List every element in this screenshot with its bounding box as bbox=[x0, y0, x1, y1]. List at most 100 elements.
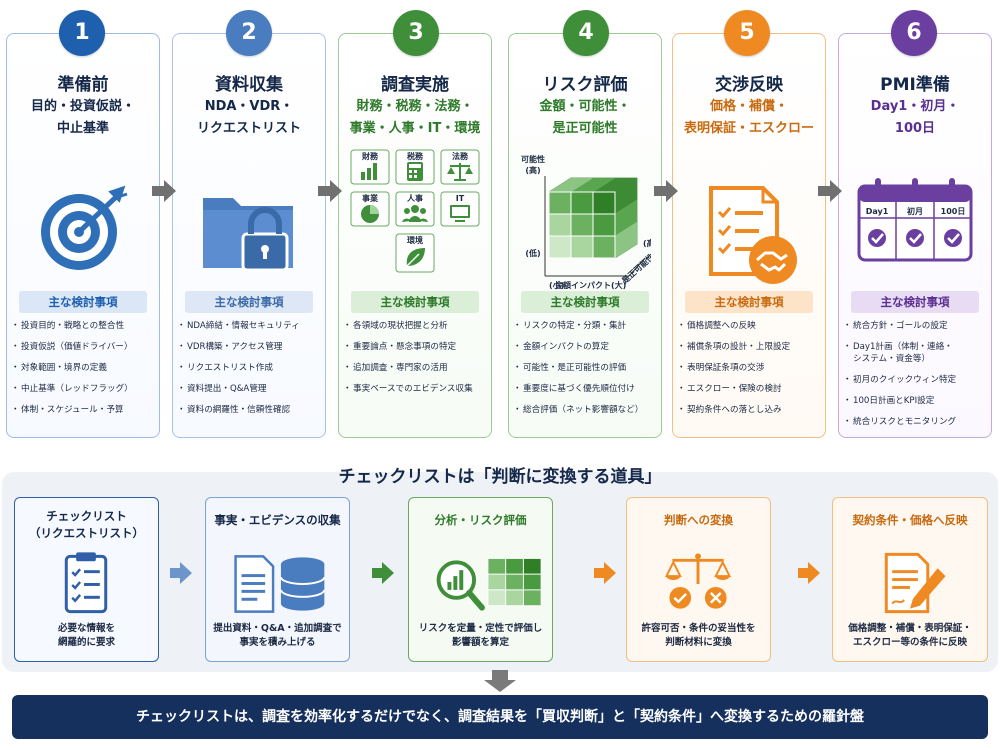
list-item: 価格調整への反映 bbox=[677, 320, 821, 332]
step-subtitle-line: 価格・補償・ bbox=[709, 99, 788, 114]
list-item: 表明保証条項の交渉 bbox=[677, 362, 821, 374]
flow-box-judgement: 判断への変換 許容可否・条件の妥当性を 判断材料に変換 bbox=[626, 497, 771, 662]
key-topics-heading: 主な検討事項 bbox=[851, 291, 979, 313]
tile-business: 事業 bbox=[350, 191, 390, 227]
tile-environment: 環境 bbox=[395, 233, 435, 273]
list-item: VDR構築・アクセス管理 bbox=[177, 341, 321, 353]
step-card-4: リスク評価 金額・可能性・ 是正可能性 可能性 (高) (低) (小) 金額イン… bbox=[508, 33, 662, 438]
list-item: 資料提出・Q&A管理 bbox=[177, 383, 321, 395]
flow-arrow bbox=[318, 180, 342, 202]
flow-arrow bbox=[170, 562, 192, 584]
flow-box-description: 必要な情報を 網羅的に要求 bbox=[57, 623, 115, 648]
tile-it: IT bbox=[440, 191, 480, 227]
list-item: 初月のクイックウィン特定 bbox=[843, 374, 987, 386]
step-subtitle-line: 事業・人事・IT・環境 bbox=[349, 121, 481, 136]
flow-box-contract: 契約条件・価格へ反映 価格調整・補償・表明保証・ エスクロー等の条件に反映 bbox=[832, 497, 988, 662]
step-subtitle-line: 100日 bbox=[894, 121, 936, 136]
step-subtitle-line: 中止基準 bbox=[56, 121, 109, 136]
step-subtitle-line: 是正可能性 bbox=[552, 121, 618, 136]
flow-box-title: 判断への変換 bbox=[664, 513, 733, 527]
list-item: 体制・スケジュール・予算 bbox=[11, 404, 155, 416]
step-subtitle-line: 財務・税務・法務・ bbox=[356, 99, 474, 114]
step-subtitle: 財務・税務・法務・ 事業・人事・IT・環境 bbox=[339, 96, 491, 140]
axis-label-impact-low: (小) bbox=[549, 280, 564, 290]
analysis-magnifier-icon bbox=[436, 557, 542, 611]
svg-text:税務: 税務 bbox=[407, 151, 424, 161]
step-card-6: PMI準備 Day1・初月・ 100日 Day1 初月 100日 主な検討事項 … bbox=[838, 33, 992, 438]
list-item: リスクの特定・分類・集計 bbox=[513, 320, 657, 332]
step-subtitle-line: 金額・可能性・ bbox=[539, 99, 631, 114]
svg-text:法務: 法務 bbox=[452, 151, 469, 161]
flow-arrow bbox=[654, 180, 678, 202]
list-item: 統合方針・ゴールの設定 bbox=[843, 320, 987, 332]
svg-text:環境: 環境 bbox=[407, 235, 423, 245]
target-icon bbox=[41, 185, 128, 270]
calendar-label-day1: Day1 bbox=[866, 207, 889, 216]
step-badge-4: 4 bbox=[563, 10, 609, 56]
step-subtitle: 価格・補償・ 表明保証・エスクロー bbox=[673, 96, 825, 140]
svg-text:事業: 事業 bbox=[362, 193, 379, 203]
list-item: 100日計画とKPI設定 bbox=[843, 395, 987, 407]
list-item: 事実ベースでのエビデンス収集 bbox=[343, 383, 487, 395]
step-card-3: 調査実施 財務・税務・法務・ 事業・人事・IT・環境 財務 税務 法務 bbox=[338, 33, 492, 438]
list-item: 追加調査・専門家の活用 bbox=[343, 362, 487, 374]
step-title: PMI準備 bbox=[880, 75, 950, 95]
down-arrow bbox=[484, 670, 516, 692]
flow-arrow bbox=[372, 562, 394, 584]
section-title: チェックリストは「判断に変換する道具」 bbox=[338, 467, 662, 487]
svg-text:人事: 人事 bbox=[407, 193, 423, 203]
list-item: 総合評価（ネット影響額など） bbox=[513, 404, 657, 416]
key-topics-heading: 主な検討事項 bbox=[185, 291, 313, 313]
flow-box-title: 分析・リスク評価 bbox=[434, 513, 527, 527]
flow-box-title: 契約条件・価格へ反映 bbox=[852, 513, 968, 527]
axis-label-likelihood-high: (高) bbox=[525, 165, 540, 175]
tile-legal: 法務 bbox=[440, 149, 480, 185]
step-subtitle-line: 目的・投資仮説・ bbox=[30, 99, 135, 114]
svg-text:財務: 財務 bbox=[361, 151, 379, 161]
list-item: 統合リスクとモニタリング bbox=[843, 416, 987, 428]
step-subtitle-line: Day1・初月・ bbox=[870, 99, 960, 114]
step-card-2: 資料収集 NDA・VDR・ リクエストリスト 主な検討事項 NDA締結・情報セキ… bbox=[172, 33, 326, 438]
step-title: 交渉反映 bbox=[715, 75, 783, 95]
contract-pen-icon bbox=[884, 552, 946, 614]
axis-label-likelihood-low: (低) bbox=[525, 248, 540, 258]
document-database-icon bbox=[234, 555, 326, 613]
flow-arrow bbox=[152, 180, 176, 202]
tile-tax: 税務 bbox=[395, 149, 435, 185]
key-topics-heading: 主な検討事項 bbox=[19, 291, 147, 313]
step-badge-5: 5 bbox=[724, 10, 770, 56]
step-subtitle: 目的・投資仮説・ 中止基準 bbox=[7, 96, 159, 140]
key-topics-heading: 主な検討事項 bbox=[521, 291, 649, 313]
contract-handshake-icon bbox=[709, 186, 797, 284]
list-item: リクエストリスト作成 bbox=[177, 362, 321, 374]
tile-hr: 人事 bbox=[395, 191, 435, 227]
key-topics-list: 投資目的・戦略との整合性 投資仮説（価値ドライバー） 対象範囲・境界の定義 中止… bbox=[11, 320, 155, 425]
key-topics-list: NDA締結・情報セキュリティ VDR構築・アクセス管理 リクエストリスト作成 資… bbox=[177, 320, 321, 425]
key-topics-list: 統合方針・ゴールの設定 Day1計画（体制・連絡・ システム・資金等） 初月のク… bbox=[843, 320, 987, 437]
axis-label-remediation: 是正可能性 bbox=[619, 251, 651, 286]
list-item: Day1計画（体制・連絡・ システム・資金等） bbox=[843, 341, 987, 365]
balance-scale-icon bbox=[664, 553, 732, 609]
step-title: 資料収集 bbox=[215, 75, 283, 95]
step-badge-3: 3 bbox=[393, 10, 439, 56]
checklist-clipboard-icon bbox=[64, 552, 108, 614]
list-item: 重要度に基づく優先順位付け bbox=[513, 383, 657, 395]
step-title: リスク評価 bbox=[542, 75, 628, 95]
axis-label-likelihood: 可能性 bbox=[521, 154, 545, 164]
list-item: 契約条件への落とし込み bbox=[677, 404, 821, 416]
calendar-label-100days: 100日 bbox=[941, 207, 966, 216]
list-item: 資料の網羅性・信頼性確認 bbox=[177, 404, 321, 416]
tile-finance: 財務 bbox=[350, 149, 390, 185]
key-topics-heading: 主な検討事項 bbox=[351, 291, 479, 313]
flow-box-analysis: 分析・リスク評価 リスクを定量・定性で評価し 影響額を算定 bbox=[408, 497, 553, 662]
step-subtitle: NDA・VDR・ リクエストリスト bbox=[173, 96, 325, 140]
domain-tiles-icon: 財務 税務 法務 事業 人事 bbox=[350, 149, 480, 273]
step-title: 調査実施 bbox=[381, 75, 449, 95]
step-subtitle-line: NDA・VDR・ bbox=[204, 99, 294, 114]
locked-folder-icon bbox=[203, 198, 293, 272]
step-subtitle-line: 表明保証・エスクロー bbox=[683, 121, 814, 136]
list-item: 投資目的・戦略との整合性 bbox=[11, 320, 155, 332]
flow-box-description: 価格調整・補償・表明保証・ エスクロー等の条件に反映 bbox=[848, 623, 972, 648]
flow-arrow bbox=[594, 562, 616, 584]
step-subtitle: 金額・可能性・ 是正可能性 bbox=[509, 96, 661, 140]
